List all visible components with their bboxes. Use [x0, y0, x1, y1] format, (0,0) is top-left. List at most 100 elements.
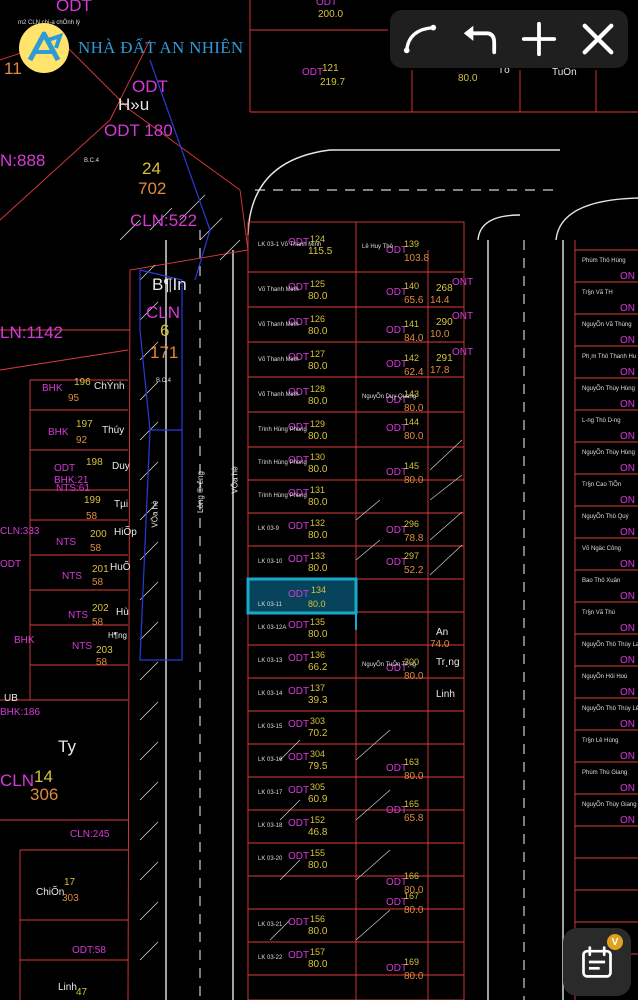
- parcel-number: 167: [404, 891, 420, 901]
- parcel-area: 65.8: [404, 813, 424, 824]
- parcel-owner: Võ Thanh Minh: [258, 287, 299, 293]
- parcel-owner: LK 03-10: [258, 559, 283, 565]
- parcel-owner: Lê Huy Thô: [362, 244, 393, 250]
- parcel-land-type: ON: [620, 463, 635, 474]
- parcel-owner: LK 03-22: [258, 955, 283, 961]
- parcel-area: 80.0: [308, 361, 328, 372]
- parcel-land-type: ONT: [452, 277, 474, 288]
- parcel-owner: LK 03-1 Võ Thanh Minh: [258, 242, 322, 248]
- an-nhien-logo-icon: [19, 23, 69, 73]
- parcel-hatch: [269, 439, 463, 941]
- parcel-land-type: ON: [620, 751, 635, 762]
- parcel-area: 80.0: [404, 885, 424, 896]
- parcel-owner: Tr§n Cao TiÕn: [582, 482, 622, 488]
- close-button[interactable]: [576, 17, 620, 61]
- parcel-area: 80.0: [404, 905, 424, 916]
- parcel-land-type: ODT: [288, 785, 310, 796]
- parcel-area: 80.0: [308, 431, 328, 442]
- map-label: BHK: [48, 427, 69, 438]
- map-label: 303: [62, 893, 79, 904]
- parcel-area: 80.0: [404, 771, 424, 782]
- parcel-area: 80.0: [404, 431, 424, 442]
- map-label: 6: [160, 321, 170, 340]
- parcel-owner: Võ Ngäc Công: [582, 546, 622, 552]
- undo-button[interactable]: [457, 17, 501, 61]
- parcel-number: 166: [404, 871, 420, 881]
- parcel-land-type: ON: [620, 367, 635, 378]
- parcel-land-type: ODT: [386, 763, 408, 774]
- parcel-area: 65.6: [404, 295, 424, 306]
- parcel-area: 80.0: [404, 403, 424, 414]
- map-label: 11: [4, 59, 22, 78]
- parcel-land-type: ODT: [386, 663, 408, 674]
- parcel-land-type: ON: [620, 655, 635, 666]
- parcel-number: 140: [404, 281, 420, 291]
- parcel-land-type: ODT: [288, 422, 310, 433]
- map-label: Thúy: [102, 425, 125, 436]
- map-label: ODT: [132, 77, 168, 96]
- plus-icon: [521, 21, 556, 57]
- parcel-area: 80.0: [308, 860, 328, 871]
- add-button[interactable]: [517, 17, 561, 61]
- parcel-area: 80.0: [308, 563, 328, 574]
- map-label: B.C.4: [156, 378, 172, 384]
- map-label: ODT: [302, 67, 324, 78]
- map-label: 92: [76, 435, 88, 446]
- map-label: BHK: [14, 635, 35, 646]
- brand-logo: NHÀ ĐẤT AN NHIÊN: [18, 22, 244, 74]
- selected-parcel-number: 134: [311, 585, 327, 595]
- parcel-owner: Tr§n Lê Hùng: [582, 738, 619, 744]
- map-label: 306: [30, 785, 59, 804]
- parcel-number: 142: [404, 353, 420, 363]
- parcel-area: 80.0: [308, 464, 328, 475]
- parcel-number: 135: [310, 617, 326, 627]
- parcel-number: Tr¸ng: [436, 657, 460, 668]
- selected-parcel[interactable]: [246, 577, 358, 615]
- parcel-land-type: ODT: [386, 877, 408, 888]
- planning-boundary: [149, 59, 211, 281]
- parcel-owner: NguyÕn Höi Hoù: [582, 674, 628, 680]
- parcel-land-type: ODT: [288, 521, 310, 532]
- map-label: 17: [64, 877, 76, 888]
- parcel-number: 290: [436, 317, 453, 328]
- map-label: 202: [92, 603, 109, 614]
- map-label: ODT: [316, 0, 338, 8]
- calendar-button[interactable]: V: [563, 928, 631, 996]
- parcel-area: 39.3: [308, 695, 328, 706]
- map-label: Tµi: [114, 499, 129, 510]
- parcel-number: 303: [310, 716, 326, 726]
- map-label: NTS: [72, 641, 92, 652]
- map-label: 47: [76, 987, 88, 998]
- arc-draw-button[interactable]: [398, 17, 442, 61]
- map-label: 58: [92, 577, 104, 588]
- map-label: NTS: [62, 571, 82, 582]
- parcel-area: 60.9: [308, 794, 328, 805]
- parcel-land-type: ODT: [288, 620, 310, 631]
- parcel-number: 129: [310, 419, 326, 429]
- map-label: 199: [84, 495, 101, 506]
- parcel-number: 165: [404, 799, 420, 809]
- map-label: BHK: [42, 383, 63, 394]
- parcel-owner: LK 03-20: [258, 856, 283, 862]
- parcel-owner: Phùm Thù Giang: [582, 770, 628, 776]
- parcel-land-type: ODT: [386, 359, 408, 370]
- parcel-land-type: ODT: [288, 237, 310, 248]
- parcel-number: 156: [310, 914, 326, 924]
- parcel-land-type: ODT: [288, 818, 310, 829]
- parcel-land-type: ODT: [386, 287, 408, 298]
- parcel-land-type: ON: [620, 431, 635, 442]
- parcel-owner: Phùm Thö Hùng: [582, 258, 626, 264]
- parcel-area: 46.8: [308, 827, 328, 838]
- parcel-number: 126: [310, 314, 326, 324]
- parcel-land-type: ODT: [288, 719, 310, 730]
- map-label: HiÕp: [114, 527, 137, 538]
- parcel-land-type: ODT: [288, 950, 310, 961]
- map-label: ODT 180: [104, 121, 173, 140]
- map-label: CLN:333: [0, 526, 40, 537]
- parcel-owner: Võ Thanh Minh: [258, 322, 299, 328]
- map-toolbar: [390, 10, 628, 68]
- parcel-owner: NguyÕn TuÕn Tr¸ng: [362, 662, 417, 668]
- parcel-land-type: ON: [620, 815, 635, 826]
- calendar-badge: V: [607, 934, 623, 950]
